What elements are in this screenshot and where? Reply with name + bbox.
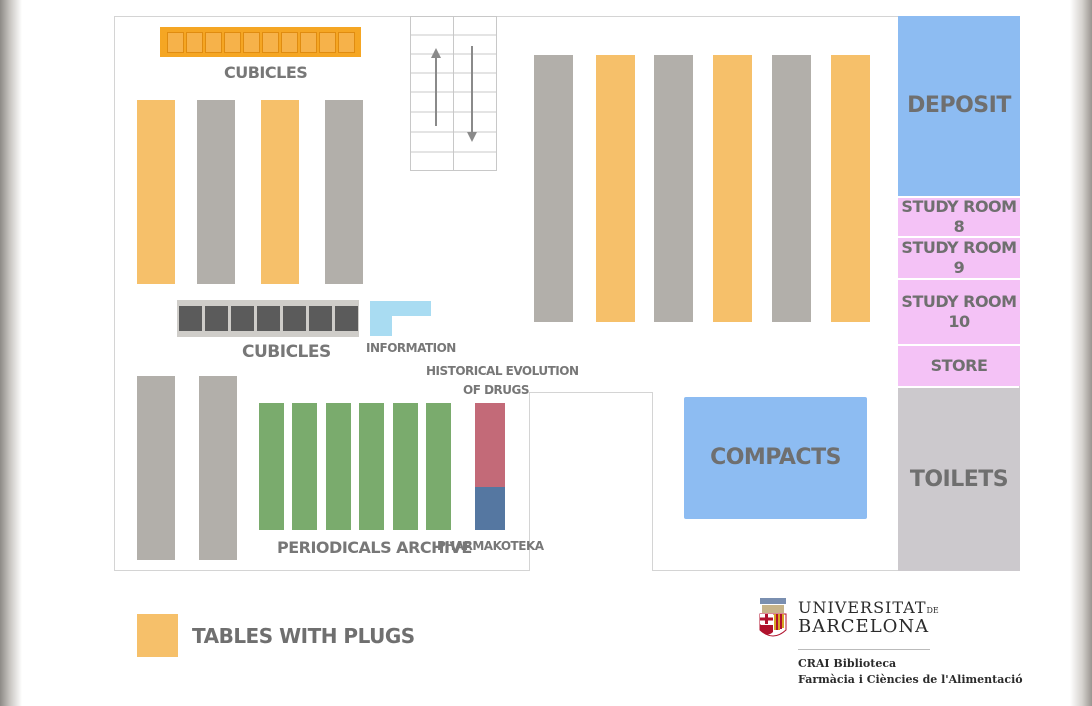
table-with-plugs: [831, 55, 870, 322]
table-with-plugs: [713, 55, 752, 322]
staircase: [410, 16, 497, 171]
historical-evolution-shelf: [475, 403, 505, 487]
pharmakoteka-label: PHARMAKOTEKA: [437, 539, 544, 553]
table: [772, 55, 811, 322]
study-room-8-label: STUDY ROOM 8: [901, 197, 1017, 236]
faculty-label: Farmàcia i Ciències de l'Alimentació: [798, 673, 1023, 686]
periodicals-shelf: [326, 403, 351, 530]
legend-swatch: [137, 614, 178, 657]
periodicals-shelf: [393, 403, 418, 530]
university-name-line2: BARCELONA: [798, 616, 930, 637]
table-with-plugs: [261, 100, 299, 284]
table: [197, 100, 235, 284]
deposit-label: DEPOSIT: [907, 93, 1011, 119]
study-room-10-label-line1: STUDY ROOM: [901, 292, 1017, 311]
university-logo: UNIVERSITATDE BARCELONA CRAI Biblioteca …: [758, 596, 1028, 696]
table: [137, 376, 175, 560]
toilets-label: TOILETS: [909, 466, 1009, 492]
legend-label: TABLES WITH PLUGS: [192, 624, 415, 648]
study-room-8: STUDY ROOM 8: [898, 196, 1020, 236]
stairs-down-arrow-icon: [467, 46, 477, 142]
crai-label: CRAI Biblioteca: [798, 657, 897, 670]
historical-label-line2: OF DRUGS: [463, 383, 530, 397]
cubicles-middle-block: [177, 300, 359, 337]
floor-plan: CUBICLES DEPOSIT: [114, 16, 1020, 571]
university-name-line1: UNIVERSITATDE: [798, 598, 939, 617]
study-room-9-label: STUDY ROOM 9: [901, 238, 1017, 277]
stairs-up-arrow-icon: [431, 48, 441, 126]
table: [534, 55, 573, 322]
information-desk: [370, 301, 431, 336]
university-shield-icon: [759, 598, 787, 637]
periodicals-shelf: [292, 403, 317, 530]
cubicles-middle-label: CUBICLES: [242, 342, 331, 362]
table-with-plugs: [596, 55, 635, 322]
table: [654, 55, 693, 322]
information-label: INFORMATION: [366, 341, 456, 355]
table-with-plugs: [137, 100, 175, 284]
study-room-10: STUDY ROOM 10: [898, 278, 1020, 344]
historical-label-line1: HISTORICAL EVOLUTION: [426, 364, 579, 378]
deposit-room: DEPOSIT: [898, 16, 1020, 196]
logo-divider: [798, 649, 930, 650]
compacts-label: COMPACTS: [710, 445, 841, 471]
study-room-9: STUDY ROOM 9: [898, 236, 1020, 278]
store-room: STORE: [898, 344, 1020, 386]
periodicals-shelf: [426, 403, 451, 530]
cubicles-top-label: CUBICLES: [224, 63, 308, 82]
store-label: STORE: [930, 356, 988, 375]
periodicals-shelf: [259, 403, 284, 530]
toilets-room: TOILETS: [898, 388, 1020, 571]
pharmakoteka-shelf: [475, 487, 505, 530]
study-room-10-label-line2: 10: [948, 312, 970, 331]
table: [199, 376, 237, 560]
table: [325, 100, 363, 284]
compacts-area: COMPACTS: [684, 397, 867, 519]
cubicles-top-block: [160, 27, 361, 57]
periodicals-label: PERIODICALS ARCHIVE: [277, 538, 472, 557]
periodicals-shelf: [359, 403, 384, 530]
